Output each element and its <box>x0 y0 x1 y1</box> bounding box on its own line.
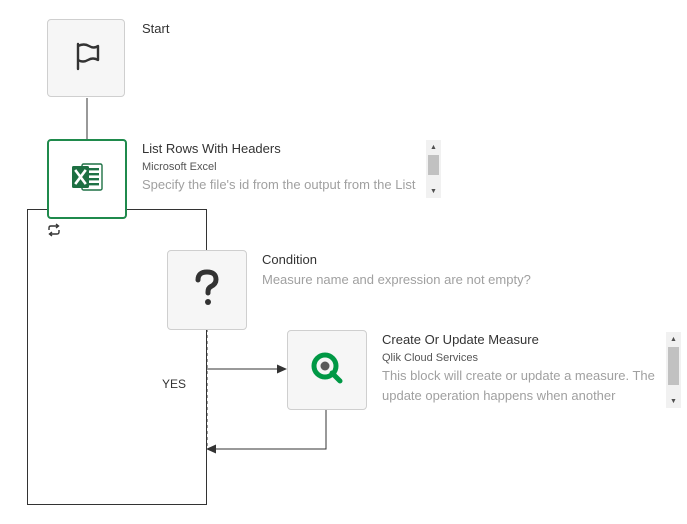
question-icon <box>190 268 224 312</box>
scroll-down-arrow-icon[interactable]: ▼ <box>670 397 677 405</box>
condition-description: Measure name and expression are not empt… <box>262 272 531 287</box>
scroll-thumb[interactable] <box>428 155 439 175</box>
list-rows-title: List Rows With Headers <box>142 141 281 156</box>
scroll-up-arrow-icon[interactable]: ▲ <box>670 335 677 343</box>
list-rows-block[interactable] <box>47 139 127 219</box>
list-rows-connector: Microsoft Excel <box>142 161 217 173</box>
excel-icon <box>70 162 104 197</box>
scroll-up-arrow-icon[interactable]: ▲ <box>430 143 437 151</box>
create-measure-description: This block will create or update a measu… <box>382 368 655 403</box>
branch-yes-label: YES <box>162 377 187 391</box>
list-rows-scrollbar[interactable]: ▲ ▼ <box>426 140 441 198</box>
condition-block[interactable] <box>167 250 247 330</box>
scroll-thumb[interactable] <box>668 347 679 385</box>
list-rows-description: Specify the file's id from the output fr… <box>142 177 416 192</box>
create-measure-connector: Qlik Cloud Services <box>382 352 478 364</box>
start-title: Start <box>142 21 170 36</box>
create-measure-block[interactable] <box>287 330 367 410</box>
start-block[interactable] <box>47 19 125 97</box>
qlik-icon <box>309 350 345 391</box>
create-measure-title: Create Or Update Measure <box>382 332 539 347</box>
loop-icon <box>46 223 62 242</box>
condition-title: Condition <box>262 252 317 267</box>
scroll-down-arrow-icon[interactable]: ▼ <box>430 187 437 195</box>
flag-icon <box>69 39 103 78</box>
create-measure-scrollbar[interactable]: ▲ ▼ <box>666 332 681 408</box>
